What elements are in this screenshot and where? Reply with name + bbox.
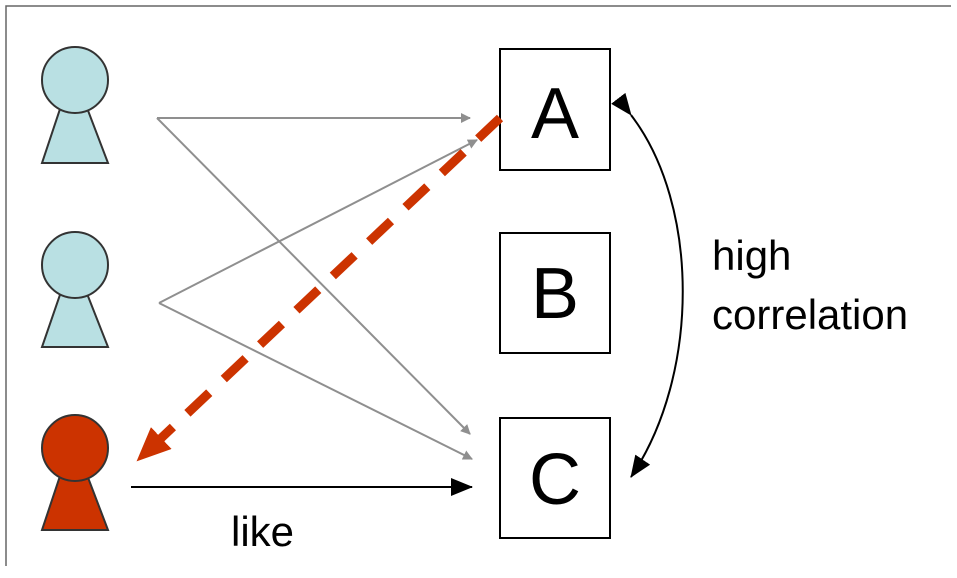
target-user-figure	[40, 414, 110, 531]
user2-to-c-arrow	[158, 302, 473, 460]
item-a-box: A	[499, 48, 611, 171]
item-c-label: C	[529, 440, 581, 520]
correlation-arrow	[611, 92, 684, 478]
item-c-box: C	[499, 417, 611, 539]
user-figure-1	[40, 46, 110, 164]
item-b-box: B	[499, 232, 611, 354]
user1-to-c-arrow	[156, 117, 471, 435]
user2-to-a-arrow	[158, 139, 478, 304]
recommendation-arrow	[134, 114, 504, 464]
correlation-label-line1: high	[712, 232, 791, 279]
item-a-label: A	[531, 74, 579, 154]
frame-border	[5, 5, 951, 566]
user-figure-2	[40, 231, 110, 348]
correlation-label-line2: correlation	[712, 291, 908, 338]
like-label: like	[231, 508, 294, 555]
item-b-label: B	[531, 254, 579, 334]
